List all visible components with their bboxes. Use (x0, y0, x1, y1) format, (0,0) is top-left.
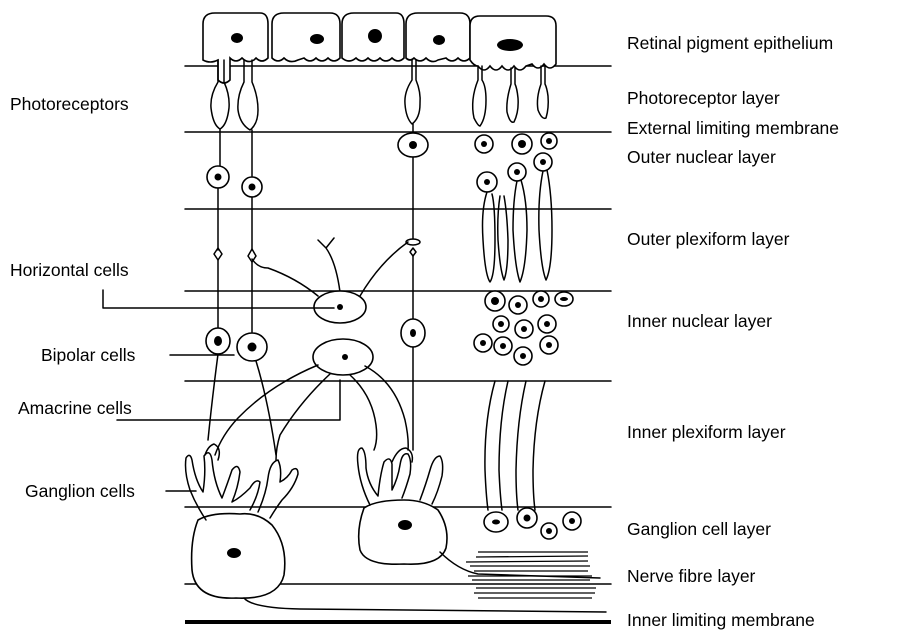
photoreceptor-nucleus (215, 174, 222, 181)
nuclear-cell-nucleus (544, 321, 550, 327)
photoreceptor-segment (473, 66, 486, 126)
label-photoreceptor-layer: Photoreceptor layer (627, 88, 780, 108)
epithelium-cell (272, 13, 340, 62)
fibre (513, 180, 527, 282)
ganglion-small-cell-nucleus (492, 520, 500, 525)
label-inner-plexiform-layer: Inner plexiform layer (627, 422, 786, 442)
photoreceptor-outer-segment (238, 60, 258, 130)
horizontal-cell-dendrite (318, 238, 340, 292)
ganglion-dendrites (258, 460, 298, 518)
ganglion-dendrites (358, 448, 411, 505)
nuclear-cell-nucleus (538, 296, 544, 302)
photoreceptor-nucleus (409, 141, 417, 149)
inner-nuclear-cells (474, 291, 573, 365)
ganglion-cell-nucleus (398, 520, 412, 530)
label-bipolar-cells: Bipolar cells (41, 345, 136, 365)
nerve-fibre (466, 561, 588, 562)
nuclear-cell-nucleus (514, 169, 520, 175)
nuclear-cell-nucleus (484, 179, 490, 185)
bipolar-cell-nucleus (214, 336, 222, 346)
bipolar-cell-nucleus (248, 343, 257, 352)
fibre (533, 381, 545, 510)
nuclear-cell-nucleus (546, 138, 552, 144)
photoreceptor-outer-segment (405, 60, 420, 124)
label-photoreceptors: Photoreceptors (10, 94, 129, 114)
nuclear-cell-nucleus (521, 326, 527, 332)
bipolar-cell-axon (256, 361, 276, 455)
amacrine-process (276, 374, 330, 460)
label-outer-nuclear-layer: Outer nuclear layer (627, 147, 776, 167)
epithelium-cell (203, 13, 268, 83)
photoreceptor-nucleus (249, 184, 256, 191)
label-external-limiting-membrane: External limiting membrane (627, 118, 839, 138)
label-ganglion-cells: Ganglion cells (25, 481, 135, 501)
amacrine-cells-leader (117, 380, 340, 420)
horizontal-cell-dendrite (360, 242, 408, 296)
label-ganglion-cell-layer: Ganglion cell layer (627, 519, 771, 539)
horizontal-cell (252, 238, 408, 323)
nuclear-cell-nucleus (500, 343, 506, 349)
ganglion-dendrites (420, 456, 443, 504)
amacrine-process (350, 375, 377, 450)
ganglion-layer-small-cells (484, 508, 581, 539)
epithelium-nucleus (368, 29, 382, 43)
fibre (483, 192, 496, 282)
nuclear-cell-nucleus (546, 342, 552, 348)
label-retinal-pigment-epithelium: Retinal pigment epithelium (627, 33, 833, 53)
label-leader-lines (103, 290, 340, 491)
pigment-epithelium-cells (203, 13, 556, 83)
amacrine-process (215, 365, 318, 455)
label-nerve-fibre-layer: Nerve fibre layer (627, 566, 756, 586)
outer-segments-column (473, 66, 549, 126)
fibre (516, 381, 526, 510)
photoreceptor-segment (507, 68, 518, 122)
nuclear-cell-nucleus (481, 141, 487, 147)
ganglion-small-cell-nucleus (569, 518, 575, 524)
ganglion-small-cell-nucleus (546, 528, 552, 534)
cell-labels: Photoreceptors Horizontal cells Bipolar … (10, 94, 136, 501)
ganglion-axon (244, 598, 606, 612)
nuclear-cell-nucleus (480, 340, 486, 346)
nuclear-cell-nucleus (515, 302, 521, 308)
label-outer-plexiform-layer: Outer plexiform layer (627, 229, 790, 249)
epithelium-nucleus (231, 33, 243, 43)
photoreceptor-segment (537, 66, 548, 118)
bipolar-cell-nucleus (410, 329, 416, 337)
nuclear-cell-nucleus (520, 353, 526, 359)
bipolar-cell-axon (208, 354, 218, 440)
amacrine-cell-nucleus (342, 354, 348, 360)
label-inner-limiting-membrane: Inner limiting membrane (627, 610, 815, 630)
epithelium-nucleus (310, 34, 324, 44)
fibre (499, 381, 508, 510)
nuclear-cell-nucleus (498, 321, 504, 327)
ganglion-cell-nucleus (227, 548, 241, 558)
layer-labels: Retinal pigment epithelium Photoreceptor… (627, 33, 839, 630)
nerve-fibre (476, 556, 588, 557)
nuclear-cell-nucleus (491, 297, 499, 305)
ganglion-cells (186, 444, 448, 598)
ganglion-small-cell-nucleus (524, 515, 531, 522)
fibre (485, 381, 495, 510)
ganglion-dendrites (186, 453, 261, 520)
label-horizontal-cells: Horizontal cells (10, 260, 129, 280)
nuclear-cell-nucleus (540, 159, 546, 165)
epithelium-nucleus (497, 39, 523, 51)
label-inner-nuclear-layer: Inner nuclear layer (627, 311, 772, 331)
bipolar-cells (206, 319, 425, 455)
fibre (539, 170, 552, 280)
nuclear-cell-nucleus (518, 140, 526, 148)
epithelium-nucleus (433, 35, 445, 45)
photoreceptor-terminal (410, 248, 416, 256)
ganglion-cell-body (359, 500, 447, 564)
horizontal-cell-nucleus (337, 304, 343, 310)
inner-plexiform-fibres (485, 381, 545, 510)
label-amacrine-cells: Amacrine cells (18, 398, 132, 418)
nuclear-cell-nucleus (560, 297, 568, 301)
